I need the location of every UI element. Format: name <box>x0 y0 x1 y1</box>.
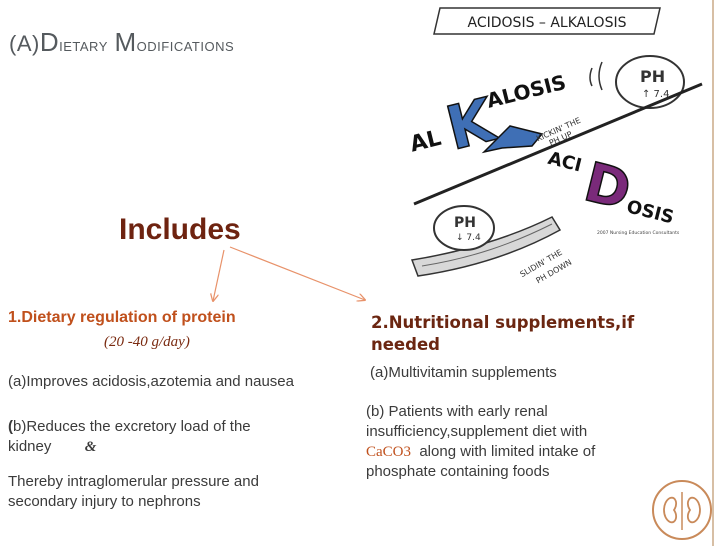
ph-up-bubble: PH ↑ 7.4 <box>589 55 685 109</box>
ph-down-label: PH <box>454 215 476 231</box>
title-m-rest: odifications <box>136 35 235 56</box>
left-item-b-amp: & <box>84 439 97 455</box>
right-item-b-caco3: CaCO3 <box>366 444 411 460</box>
ph-up-value: ↑ 7.4 <box>642 89 669 100</box>
ph-up-label: PH <box>640 67 665 86</box>
title-m: M <box>114 27 137 57</box>
arrow-left <box>213 249 225 301</box>
kidney-logo-icon <box>652 480 712 540</box>
banner: ACIDOSIS – ALKALOSIS <box>433 7 661 35</box>
left-item-b-paren: ( <box>8 418 13 435</box>
decorative-border <box>712 0 714 546</box>
left-subheading: (20 -40 g/day) <box>104 334 190 350</box>
includes-heading: Includes <box>119 213 241 246</box>
slide-title: (A)Dietary Modifications <box>9 27 234 58</box>
right-heading: 2.Nutritional supplements,if needed <box>371 313 635 354</box>
divider-line <box>413 82 703 206</box>
left-item-c: Thereby intraglomerular pressure and sec… <box>8 473 259 510</box>
banner-text: ACIDOSIS – ALKALOSIS <box>468 15 627 31</box>
acidosis-alkalosis-cartoon: ACIDOSIS – ALKALOSIS PH ↑ 7.4 AL K ALOSI… <box>408 7 703 285</box>
copyright-text: 2007 Nursing Education Consultants <box>597 230 680 236</box>
right-item-b: (b) Patients with early renal insufficie… <box>366 402 666 482</box>
arrow-right <box>229 246 365 300</box>
left-item-b-text: b)Reduces the excretory load of the kidn… <box>8 418 251 455</box>
title-d: D <box>39 27 60 57</box>
right-item-b-pre: (b) Patients with early renal insufficie… <box>366 403 588 440</box>
acidosis-word: ACI D OSIS <box>546 148 676 228</box>
title-d-rest: ietary <box>59 35 108 56</box>
kicking-leg <box>481 125 544 154</box>
title-prefix: (A) <box>9 31 40 56</box>
left-item-b: (b)Reduces the excretory load of the kid… <box>8 417 298 457</box>
right-item-a: (a)Multivitamin supplements <box>370 364 557 381</box>
left-item-a: (a)Improves acidosis,azotemia and nausea <box>8 373 294 390</box>
right-item-b-post: along with limited intake of phosphate c… <box>366 443 596 480</box>
ph-down-bubble: PH ↓ 7.4 <box>433 205 495 251</box>
left-heading: 1.Dietary regulation of protein <box>8 309 236 326</box>
ph-down-value: ↓ 7.4 <box>456 233 481 243</box>
